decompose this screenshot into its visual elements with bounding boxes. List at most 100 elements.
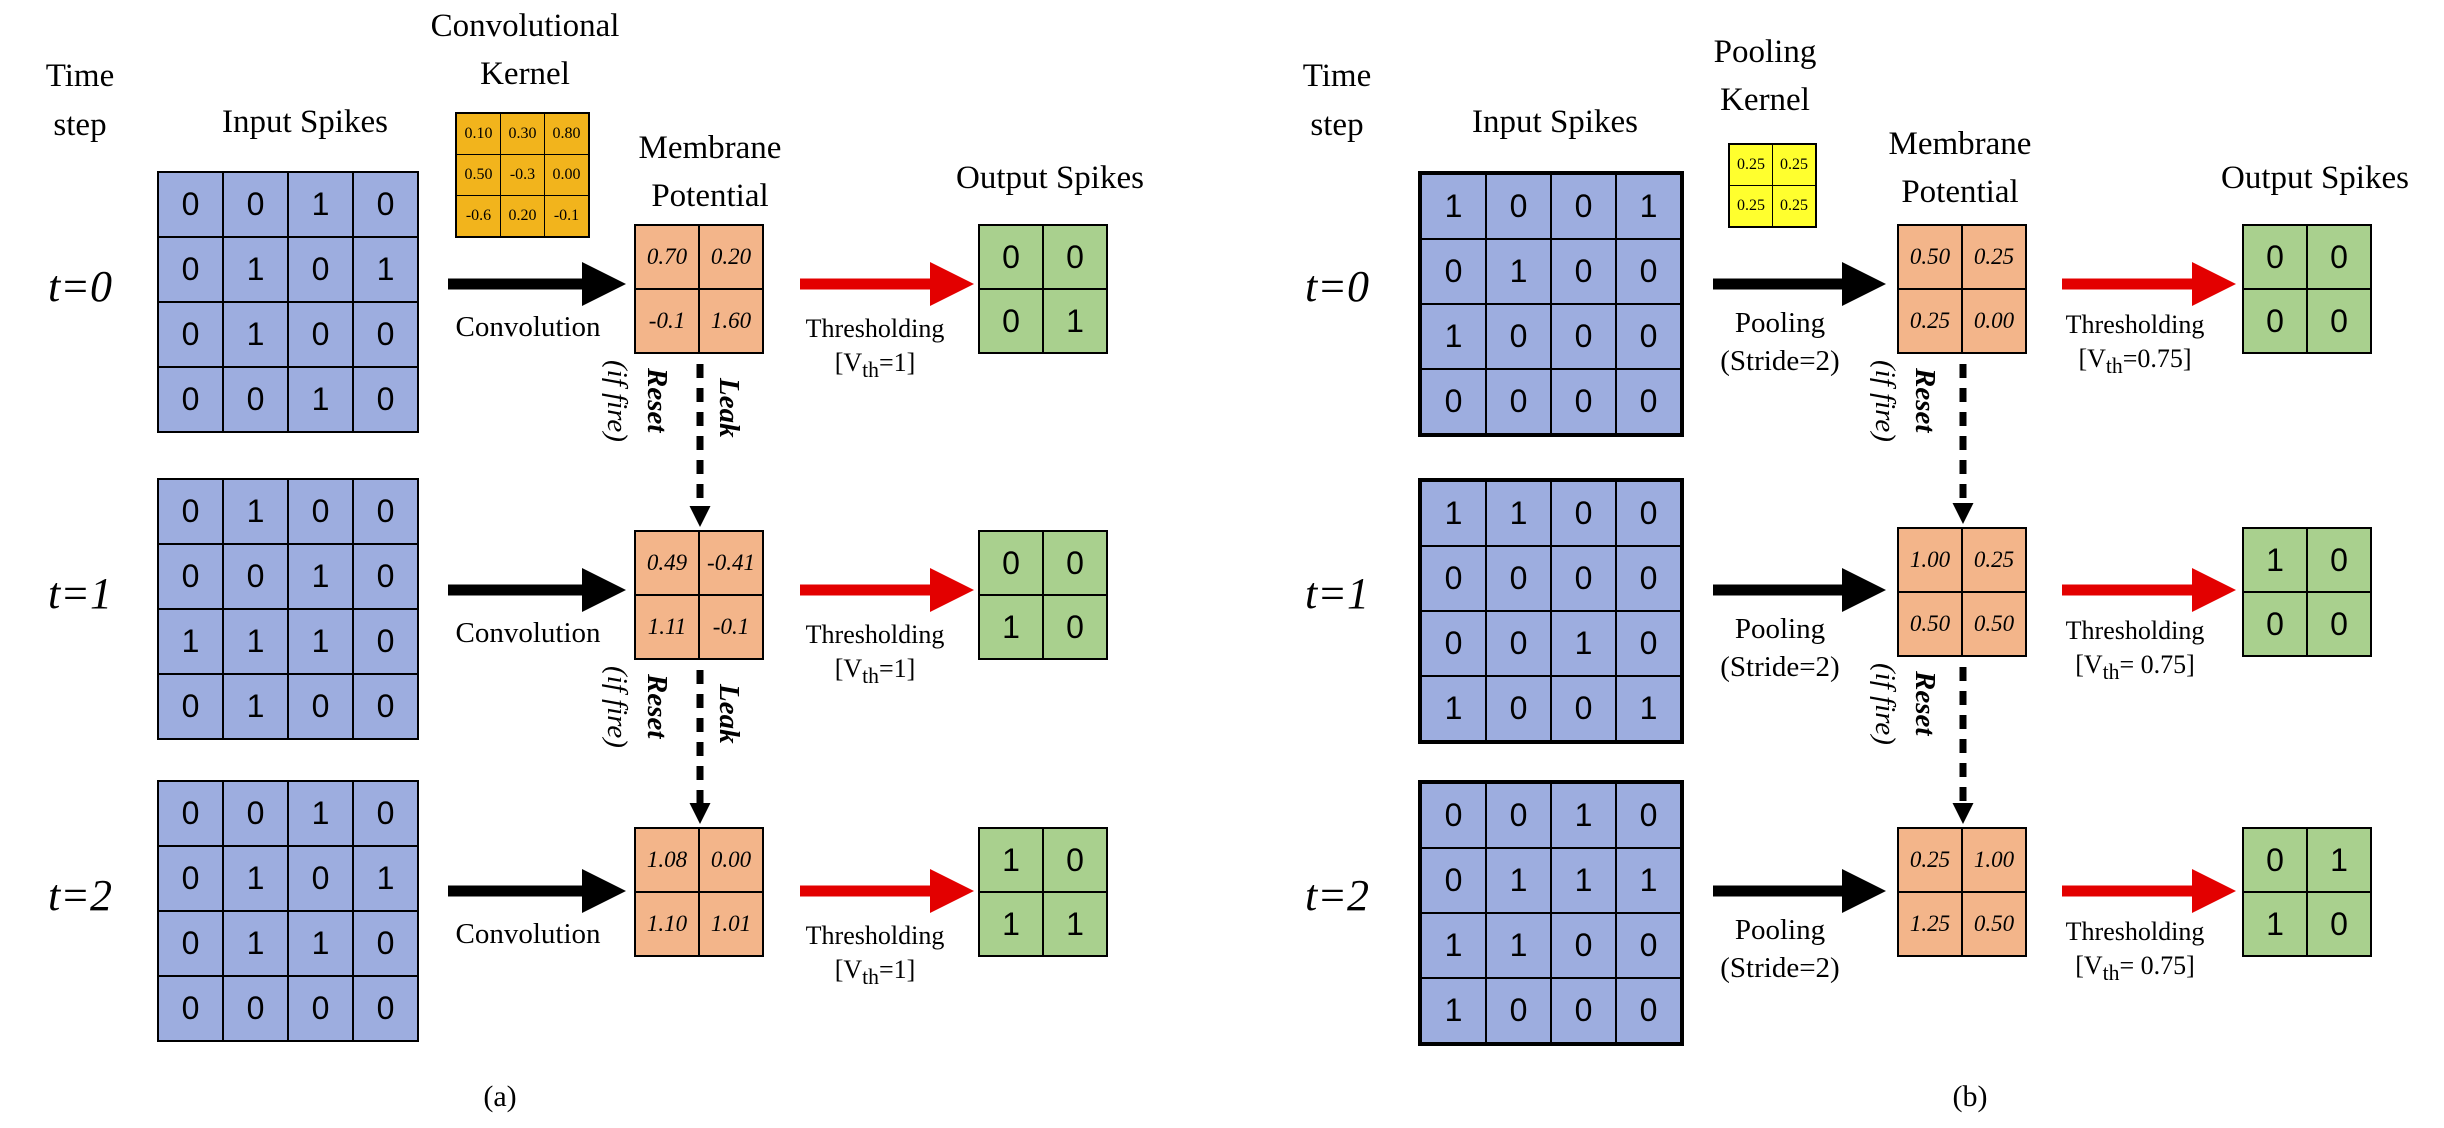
reset-label: Reset <box>641 674 673 739</box>
input-cell: 0 <box>1487 677 1550 740</box>
thresholding-label: Thresholding <box>805 620 945 649</box>
input-cell: 0 <box>159 977 222 1040</box>
kernel-cell: -0.1 <box>545 196 588 236</box>
membrane-cell: -0.1 <box>700 596 762 658</box>
membrane-cell: 0.50 <box>1899 593 1961 655</box>
convolution-label: Convolution <box>455 311 601 343</box>
input-cell: 0 <box>224 782 287 845</box>
input-cell: 0 <box>289 238 352 301</box>
input-spikes-label: Input Spikes <box>222 104 388 140</box>
input-cell: 0 <box>1617 240 1680 303</box>
input-cell: 1 <box>1422 305 1485 368</box>
membrane-cell: 0.20 <box>700 226 762 288</box>
input-cell: 0 <box>159 847 222 910</box>
input-cell: 0 <box>1422 547 1485 610</box>
input-cell: 0 <box>1617 914 1680 977</box>
input-cell: 1 <box>224 675 287 738</box>
input-cell: 1 <box>289 545 352 608</box>
output-cell: 0 <box>2244 829 2306 891</box>
pooling-kernel-label: Pooling Kernel <box>1713 34 1817 118</box>
kernel-cell: 0.50 <box>457 155 500 195</box>
input-cell: 1 <box>1422 914 1485 977</box>
input-cell: 0 <box>1552 240 1615 303</box>
output-cell: 0 <box>2308 893 2370 955</box>
reset-label: Reset <box>641 368 673 433</box>
output-cell: 1 <box>2244 529 2306 591</box>
membrane-cell: 0.25 <box>1963 226 2025 288</box>
input-cell: 1 <box>224 912 287 975</box>
output-cell: 1 <box>980 893 1042 955</box>
membrane-cell: 1.60 <box>700 290 762 352</box>
input-cell: 1 <box>1552 784 1615 847</box>
input-cell: 1 <box>1487 240 1550 303</box>
membrane-cell: 1.08 <box>636 829 698 891</box>
if-fire-label: (if fire) <box>601 666 633 748</box>
kernel-cell: 0.25 <box>1773 186 1815 226</box>
membrane-cell: 1.25 <box>1899 893 1961 955</box>
input-cell: 0 <box>354 977 417 1040</box>
input-cell: 1 <box>1617 677 1680 740</box>
output-cell: 0 <box>2308 529 2370 591</box>
membrane-cell: 0.50 <box>1899 226 1961 288</box>
input-cell: 1 <box>289 610 352 673</box>
input-cell: 0 <box>1552 677 1615 740</box>
kernel-cell: 0.25 <box>1730 145 1772 185</box>
vth-label: [Vth= 0.75] <box>2075 951 2195 986</box>
time-step-label: Time step <box>45 58 115 143</box>
input-cell: 0 <box>289 847 352 910</box>
input-cell: 0 <box>289 480 352 543</box>
output-cell: 0 <box>1044 532 1106 594</box>
membrane-cell: -0.1 <box>636 290 698 352</box>
output-cell: 0 <box>2244 290 2306 352</box>
output-cell: 1 <box>2244 893 2306 955</box>
input-cell: 0 <box>1422 240 1485 303</box>
input-cell: 0 <box>1617 612 1680 675</box>
input-cell: 0 <box>159 368 222 431</box>
input-cell: 1 <box>1552 849 1615 912</box>
input-cell: 1 <box>224 238 287 301</box>
membrane-potential-label-b: Membrane Potential <box>1888 126 2032 210</box>
input-cell: 0 <box>1552 547 1615 610</box>
time-step-value: t=1 <box>1305 569 1369 618</box>
vth-label: [Vth=0.75] <box>2078 344 2192 379</box>
input-cell: 0 <box>354 368 417 431</box>
input-cell: 1 <box>1422 677 1485 740</box>
input-cell: 0 <box>1617 547 1680 610</box>
stride-label: (Stride=2) <box>1720 651 1840 683</box>
if-fire-label: (if fire) <box>601 360 633 442</box>
membrane-cell: 0.00 <box>1963 290 2025 352</box>
input-cell: 0 <box>354 303 417 366</box>
vth-label: [Vth=1] <box>834 348 916 383</box>
output-cell: 0 <box>980 226 1042 288</box>
leak-label: Leak <box>713 684 745 744</box>
input-cell: 0 <box>354 173 417 236</box>
reset-label: Reset <box>1909 671 1941 736</box>
input-cell: 0 <box>1617 784 1680 847</box>
kernel-cell: 0.00 <box>545 155 588 195</box>
input-cell: 1 <box>1422 979 1485 1042</box>
kernel-cell: 0.10 <box>457 114 500 154</box>
membrane-cell: 1.00 <box>1963 829 2025 891</box>
membrane-cell: 1.00 <box>1899 529 1961 591</box>
conv-kernel-label: Convolutional Kernel <box>430 8 620 92</box>
vth-label: [Vth=1] <box>834 654 916 689</box>
kernel-cell: 0.25 <box>1730 186 1772 226</box>
membrane-cell: 1.11 <box>636 596 698 658</box>
pooling-label: Pooling <box>1734 307 1826 339</box>
input-cell: 0 <box>159 238 222 301</box>
stride-label: (Stride=2) <box>1720 952 1840 984</box>
output-spikes-label: Output Spikes <box>956 160 1144 196</box>
time-step-value: t=2 <box>1305 871 1369 920</box>
membrane-cell: 0.25 <box>1963 529 2025 591</box>
input-cell: 0 <box>354 545 417 608</box>
membrane-cell: 0.00 <box>700 829 762 891</box>
